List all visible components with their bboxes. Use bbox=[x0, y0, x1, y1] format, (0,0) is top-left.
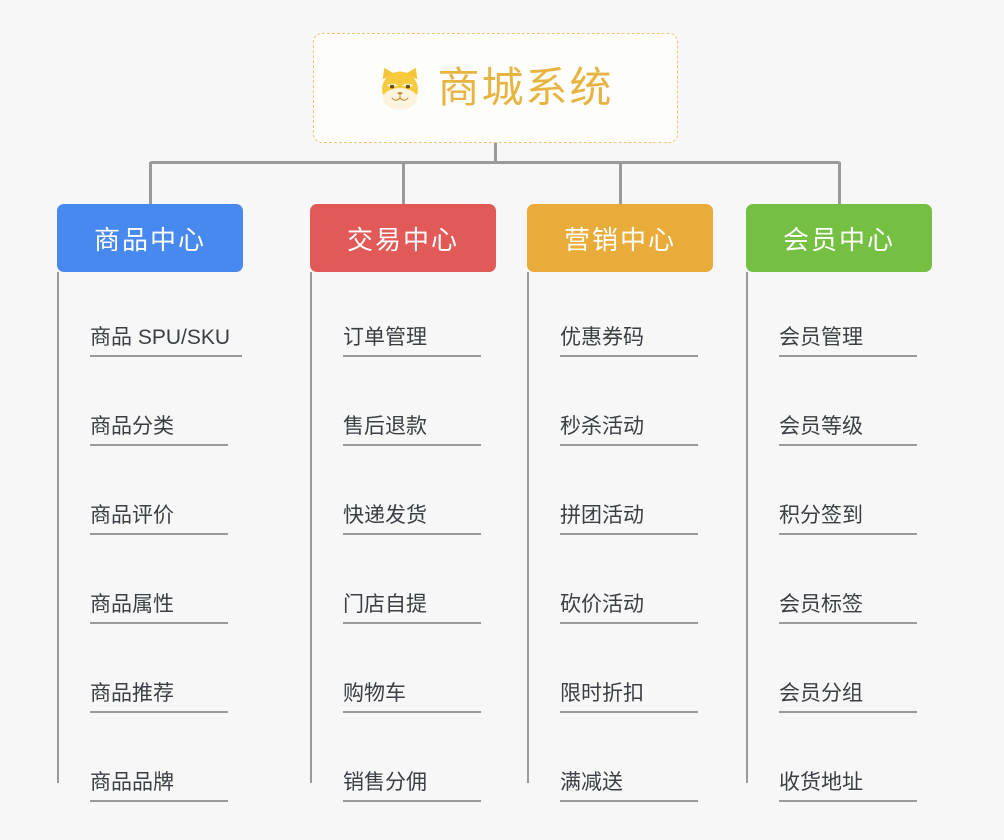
branch-spine bbox=[57, 272, 59, 783]
list-item[interactable]: 商品推荐 bbox=[57, 628, 243, 717]
list-item[interactable]: 会员分组 bbox=[746, 628, 932, 717]
list-item[interactable]: 会员等级 bbox=[746, 361, 932, 450]
shiba-dog-icon bbox=[382, 67, 419, 110]
category-label: 交易中心 bbox=[346, 224, 459, 255]
list-item[interactable]: 收货地址 bbox=[746, 717, 932, 806]
list-item[interactable]: 优惠券码 bbox=[527, 272, 713, 361]
list-item[interactable]: 销售分佣 bbox=[310, 717, 496, 806]
leaf-list-product: 商品 SPU/SKU 商品分类 商品评价 商品属性 商品推荐 商品品牌 bbox=[57, 272, 243, 806]
branch-column-product: 商品中心 商品 SPU/SKU 商品分类 商品评价 商品属性 商品推荐 商品品牌 bbox=[57, 204, 243, 806]
list-item[interactable]: 秒杀活动 bbox=[527, 361, 713, 450]
list-item[interactable]: 积分签到 bbox=[746, 450, 932, 539]
branch-column-marketing: 营销中心 优惠券码 秒杀活动 拼团活动 砍价活动 限时折扣 满减送 bbox=[527, 204, 713, 806]
list-item[interactable]: 商品品牌 bbox=[57, 717, 243, 806]
leaf-label: 会员等级 bbox=[779, 415, 917, 446]
branch-spine bbox=[310, 272, 312, 783]
leaf-label: 拼团活动 bbox=[560, 504, 698, 535]
list-item[interactable]: 满减送 bbox=[527, 717, 713, 806]
category-box-product[interactable]: 商品中心 bbox=[57, 204, 243, 272]
leaf-label: 商品推荐 bbox=[90, 682, 228, 713]
leaf-label: 门店自提 bbox=[343, 593, 481, 624]
list-item[interactable]: 限时折扣 bbox=[527, 628, 713, 717]
list-item[interactable]: 会员标签 bbox=[746, 539, 932, 628]
list-item[interactable]: 商品 SPU/SKU bbox=[57, 272, 243, 361]
leaf-list-member: 会员管理 会员等级 积分签到 会员标签 会员分组 收货地址 bbox=[746, 272, 932, 806]
leaf-label: 会员分组 bbox=[779, 682, 917, 713]
branch-spine bbox=[746, 272, 748, 783]
branch-column-trade: 交易中心 订单管理 售后退款 快递发货 门店自提 购物车 销售分佣 bbox=[310, 204, 496, 806]
list-item[interactable]: 商品属性 bbox=[57, 539, 243, 628]
leaf-label: 砍价活动 bbox=[560, 593, 698, 624]
leaf-label: 积分签到 bbox=[779, 504, 917, 535]
leaf-label: 售后退款 bbox=[343, 415, 481, 446]
leaf-label: 限时折扣 bbox=[560, 682, 698, 713]
leaf-label: 快递发货 bbox=[343, 504, 481, 535]
category-label: 商品中心 bbox=[93, 224, 206, 255]
category-box-marketing[interactable]: 营销中心 bbox=[527, 204, 713, 272]
leaf-label: 商品属性 bbox=[90, 593, 228, 624]
list-item[interactable]: 门店自提 bbox=[310, 539, 496, 628]
category-label: 营销中心 bbox=[563, 224, 676, 255]
leaf-label: 会员管理 bbox=[779, 326, 917, 357]
list-item[interactable]: 购物车 bbox=[310, 628, 496, 717]
leaf-label: 满减送 bbox=[560, 771, 698, 802]
leaf-list-trade: 订单管理 售后退款 快递发货 门店自提 购物车 销售分佣 bbox=[310, 272, 496, 806]
leaf-label: 秒杀活动 bbox=[560, 415, 698, 446]
branch-spine bbox=[527, 272, 529, 783]
list-item[interactable]: 售后退款 bbox=[310, 361, 496, 450]
list-item[interactable]: 快递发货 bbox=[310, 450, 496, 539]
list-item[interactable]: 拼团活动 bbox=[527, 450, 713, 539]
root-node[interactable]: 商城系统 bbox=[313, 33, 678, 143]
leaf-label: 商品品牌 bbox=[90, 771, 228, 802]
leaf-label: 会员标签 bbox=[779, 593, 917, 624]
leaf-label: 商品分类 bbox=[90, 415, 228, 446]
leaf-label: 优惠券码 bbox=[560, 326, 698, 357]
category-label: 会员中心 bbox=[782, 224, 895, 255]
branch-column-member: 会员中心 会员管理 会员等级 积分签到 会员标签 会员分组 收货地址 bbox=[746, 204, 932, 806]
leaf-label: 销售分佣 bbox=[343, 771, 481, 802]
leaf-label: 购物车 bbox=[343, 682, 481, 713]
leaf-label: 商品评价 bbox=[90, 504, 228, 535]
list-item[interactable]: 商品评价 bbox=[57, 450, 243, 539]
list-item[interactable]: 砍价活动 bbox=[527, 539, 713, 628]
list-item[interactable]: 会员管理 bbox=[746, 272, 932, 361]
category-box-trade[interactable]: 交易中心 bbox=[310, 204, 496, 272]
page-title: 商城系统 bbox=[437, 64, 614, 111]
leaf-list-marketing: 优惠券码 秒杀活动 拼团活动 砍价活动 限时折扣 满减送 bbox=[527, 272, 713, 806]
leaf-label: 收货地址 bbox=[779, 771, 917, 802]
leaf-label: 订单管理 bbox=[343, 326, 481, 357]
leaf-label: 商品 SPU/SKU bbox=[90, 326, 243, 357]
category-box-member[interactable]: 会员中心 bbox=[746, 204, 932, 272]
list-item[interactable]: 订单管理 bbox=[310, 272, 496, 361]
list-item[interactable]: 商品分类 bbox=[57, 361, 243, 450]
